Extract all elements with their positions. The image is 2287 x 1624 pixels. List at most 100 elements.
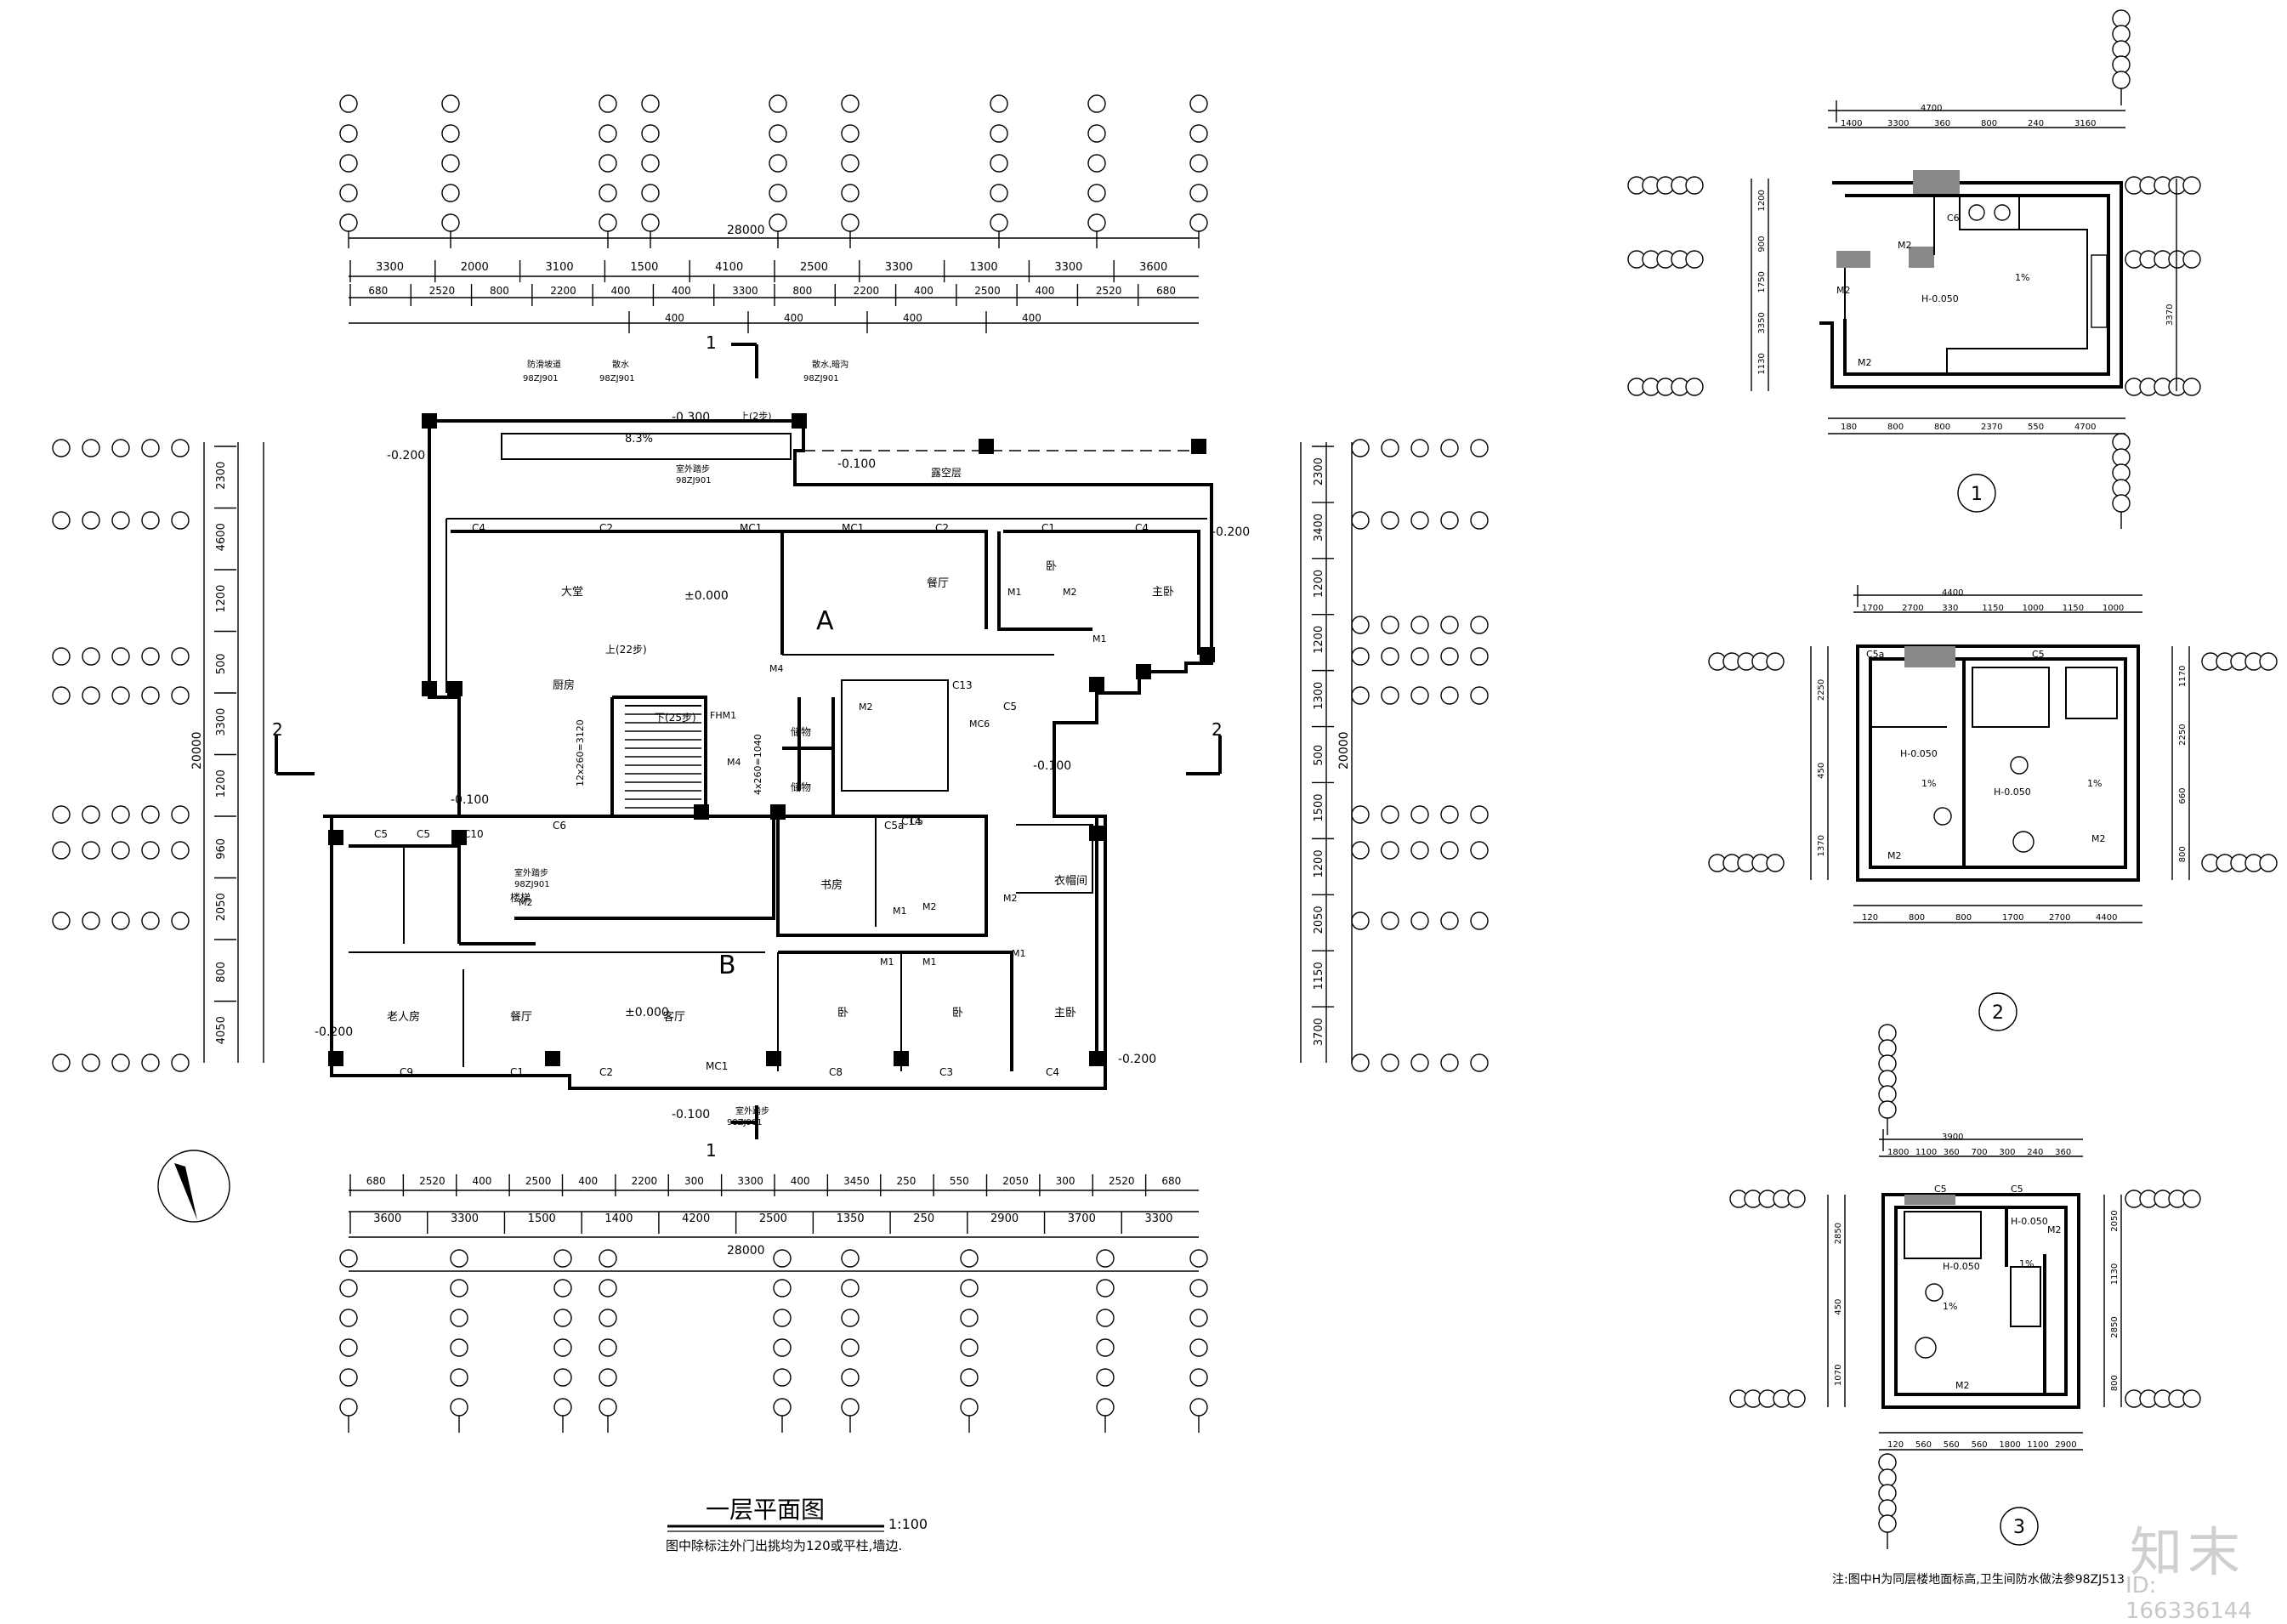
- dimension-value: 400: [784, 312, 803, 324]
- dimension-value: 3370: [2165, 304, 2175, 326]
- dimension-value: 400: [611, 285, 631, 297]
- left-dimension-lines: [203, 442, 264, 1063]
- axis-bubble: [773, 1398, 792, 1417]
- axis-bubble: [1087, 213, 1106, 232]
- detail-text: M2: [1898, 240, 1912, 251]
- dimension-value: 120: [1887, 1440, 1904, 1450]
- detail-text: M2: [1836, 285, 1851, 296]
- elevation: -0.200: [1212, 525, 1250, 539]
- axis-bubble: [2182, 250, 2201, 269]
- dimension-value: 1070: [1834, 1365, 1843, 1386]
- dimension-value: 3700: [1313, 1018, 1325, 1046]
- ref-label: 室外踏步: [514, 867, 548, 878]
- axis-bubble: [171, 841, 190, 860]
- room-label: 卧: [1046, 560, 1057, 573]
- dimension-value: 400: [914, 285, 934, 297]
- axis-bubble: [1878, 1039, 1897, 1058]
- axis-bubble: [1381, 616, 1399, 634]
- axis-bubble: [1189, 1338, 1208, 1357]
- ref-label: 散水: [612, 359, 629, 370]
- detail-text: M2: [2047, 1224, 2062, 1235]
- dimension-value: 3300: [1887, 119, 1909, 128]
- axis-bubble: [1440, 1053, 1459, 1072]
- window-tag: C5: [417, 828, 430, 840]
- dimension-value: 4100: [715, 261, 743, 274]
- column: [766, 1051, 781, 1066]
- axis-bubble: [1440, 511, 1459, 530]
- dimension-value: 2500: [974, 285, 1001, 297]
- axis-bubble: [111, 439, 130, 457]
- top-axis-bubbles: [339, 9, 2131, 1135]
- dimension-value: 2520: [419, 1175, 445, 1187]
- axis-bubble: [960, 1309, 979, 1327]
- axis-bubble: [960, 1368, 979, 1387]
- axis-bubble: [111, 841, 130, 860]
- door-tag: M2: [859, 701, 873, 713]
- axis-bubble: [1381, 511, 1399, 530]
- axis-bubble: [1878, 1499, 1897, 1518]
- door-tag: M1: [1012, 948, 1026, 959]
- dimension-value: 700: [1972, 1148, 1988, 1157]
- dimension-value: 1200: [1313, 626, 1325, 654]
- dimension-value: 2520: [1096, 285, 1122, 297]
- axis-bubble: [773, 1368, 792, 1387]
- dimension-value: 1200: [1313, 570, 1325, 598]
- window-tag: C2: [599, 1066, 613, 1078]
- room-label: 楼梯: [510, 891, 531, 904]
- axis-bubble: [339, 94, 358, 113]
- axis-bubble: [599, 1309, 617, 1327]
- column: [770, 804, 786, 820]
- dimension-value: 2200: [550, 285, 576, 297]
- axis-bubble: [141, 805, 160, 824]
- dimension-value: 1750: [1757, 271, 1767, 292]
- window-tag: C5: [374, 828, 388, 840]
- axis-bubble: [990, 184, 1008, 202]
- column: [1089, 826, 1104, 841]
- axis-bubble: [1470, 805, 1489, 824]
- axis-bubble: [1878, 1484, 1897, 1502]
- dimension-value: 4200: [682, 1212, 710, 1225]
- axis-bubble: [841, 1249, 860, 1268]
- axis-bubble: [841, 184, 860, 202]
- axis-bubble: [1470, 1053, 1489, 1072]
- axis-bubble: [111, 911, 130, 930]
- dimension-value: 3350: [1757, 312, 1767, 333]
- detail-text: M2: [2091, 833, 2106, 844]
- axis-bubble: [1381, 841, 1399, 860]
- dimension-value: 2850: [2110, 1316, 2120, 1337]
- axis-bubble: [2112, 55, 2131, 74]
- dimension-value: 1500: [528, 1212, 556, 1225]
- dimension-value: 1300: [1313, 682, 1325, 710]
- axis-bubble: [1096, 1249, 1115, 1268]
- door-tag: M2: [519, 897, 533, 908]
- axis-bubble: [52, 686, 71, 705]
- dimension-value: 2050: [1313, 906, 1325, 934]
- dimension-value: 3100: [546, 261, 574, 274]
- axis-bubble: [1096, 1338, 1115, 1357]
- axis-bubble: [111, 1053, 130, 1072]
- right-total-dimension: 20000: [1337, 731, 1351, 769]
- axis-bubble: [841, 1279, 860, 1297]
- dimension-value: 400: [578, 1175, 598, 1187]
- axis-bubble: [599, 1398, 617, 1417]
- axis-bubble: [2182, 378, 2201, 396]
- axis-bubble: [990, 124, 1008, 143]
- axis-bubble: [450, 1338, 468, 1357]
- window-tag: C3: [939, 1066, 953, 1078]
- door-tag: FHM1: [710, 710, 736, 721]
- column: [1136, 664, 1151, 679]
- room-label: 餐厅: [510, 1010, 532, 1024]
- dimension-value: 450: [1817, 763, 1826, 779]
- axis-bubble: [2182, 1190, 2201, 1208]
- axis-bubble: [141, 439, 160, 457]
- dimension-value: 1800: [1887, 1148, 1909, 1157]
- elevation: -0.100: [672, 1108, 710, 1121]
- axis-bubble: [1351, 439, 1370, 457]
- elevation: -0.200: [1118, 1053, 1156, 1066]
- axis-bubble: [171, 647, 190, 666]
- dimension-value: 1350: [837, 1212, 865, 1225]
- dimension-value: 1500: [630, 261, 658, 274]
- axis-bubble: [171, 911, 190, 930]
- dimension-value: 900: [1757, 236, 1767, 253]
- axis-bubble: [82, 841, 100, 860]
